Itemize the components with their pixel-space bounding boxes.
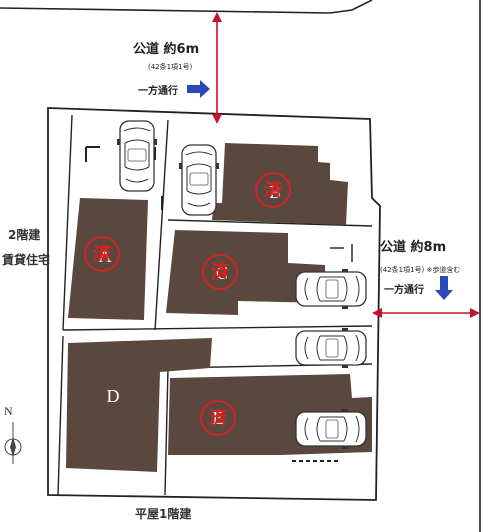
lot-letter-a: A: [99, 246, 112, 266]
sold-stamp-e-text: 済: [209, 407, 228, 429]
building-b: [212, 143, 348, 225]
sold-stamp-a: [84, 236, 120, 272]
lot-letter-d: D: [107, 386, 120, 406]
car-2: [178, 144, 220, 216]
sold-stamp-b-text: 済: [264, 179, 283, 201]
top-road-direction: 一方通行: [138, 86, 178, 97]
sold-stamp-c-text: 済: [211, 261, 230, 283]
north-arrow-icon: [4, 422, 22, 464]
top-road-title: 公道 約6m: [133, 42, 200, 57]
lot-letter-e: E: [213, 408, 224, 428]
neighbor-left-line1: 2階建: [8, 228, 41, 242]
lot-letter-b: B: [269, 182, 281, 202]
car-5: [295, 408, 367, 450]
parking-marks: [85, 146, 338, 462]
top-road-law: (42条1項1号): [148, 63, 193, 71]
site-boundary: [47, 107, 381, 501]
building-a: [68, 198, 148, 320]
right-oneway-arrow: [435, 276, 453, 300]
sold-stamp-a-text: 済: [93, 243, 112, 265]
car-4: [295, 327, 367, 369]
car-1: [116, 120, 158, 192]
building-c: [166, 230, 326, 315]
top-oneway-arrow: [187, 80, 210, 98]
sold-stamp-b: [255, 172, 291, 208]
top-road-edge: [0, 0, 373, 14]
north-label: N: [4, 404, 13, 418]
lot-letter-c: C: [216, 263, 228, 283]
building-d: [66, 338, 212, 472]
sold-stamp-e: [200, 400, 236, 436]
car-3: [295, 268, 367, 310]
right-road-direction: 一方通行: [384, 285, 424, 296]
neighbor-left-line2: 賃貸住宅: [2, 253, 51, 267]
sold-stamp-c: [202, 254, 238, 290]
right-road-law: (42条1項1号) ※歩道含む: [380, 266, 461, 274]
neighbor-bottom: 平屋1階建: [135, 507, 192, 521]
lot-lines: [57, 114, 373, 496]
right-road-title: 公道 約8m: [380, 240, 447, 255]
